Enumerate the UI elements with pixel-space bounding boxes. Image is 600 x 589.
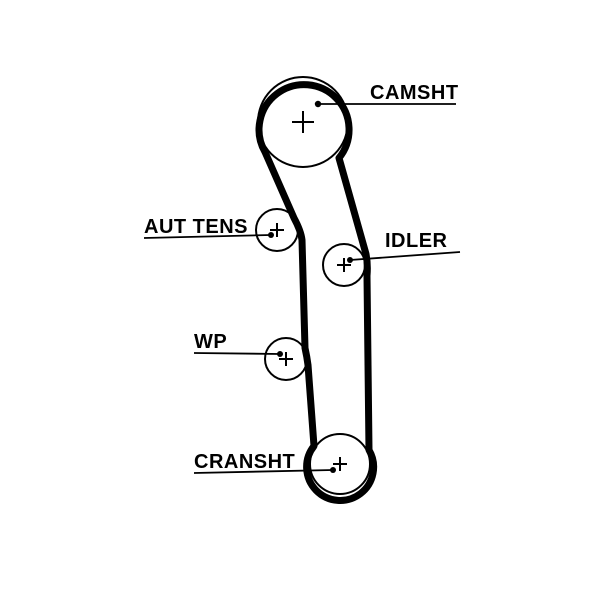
water-pump-label: WP [194, 331, 227, 353]
camshaft-plus-icon [292, 111, 314, 133]
idler-leader-line [349, 251, 461, 261]
crankshaft-leader-line [193, 469, 334, 474]
idler-leader-dot [347, 257, 353, 263]
water-pump-leader-line [193, 352, 281, 355]
idler-label: IDLER [385, 230, 448, 252]
idler-plus-icon [337, 258, 351, 272]
camshaft-leader-dot [314, 100, 322, 108]
crankshaft-plus-icon [333, 457, 347, 471]
timing-belt [255, 81, 378, 504]
camshaft-label: CAMSHT [370, 82, 459, 104]
crankshaft-label: CRANSHT [194, 451, 295, 473]
tensioner-label: AUT TENS [144, 216, 248, 238]
water-pump-leader-dot [277, 351, 283, 357]
water-pump-plus-icon [279, 352, 293, 366]
tensioner-leader-dot [268, 232, 274, 238]
tensioner-plus-icon [270, 223, 284, 237]
tensioner-leader-line [143, 234, 272, 239]
crankshaft-leader-dot [330, 467, 336, 473]
